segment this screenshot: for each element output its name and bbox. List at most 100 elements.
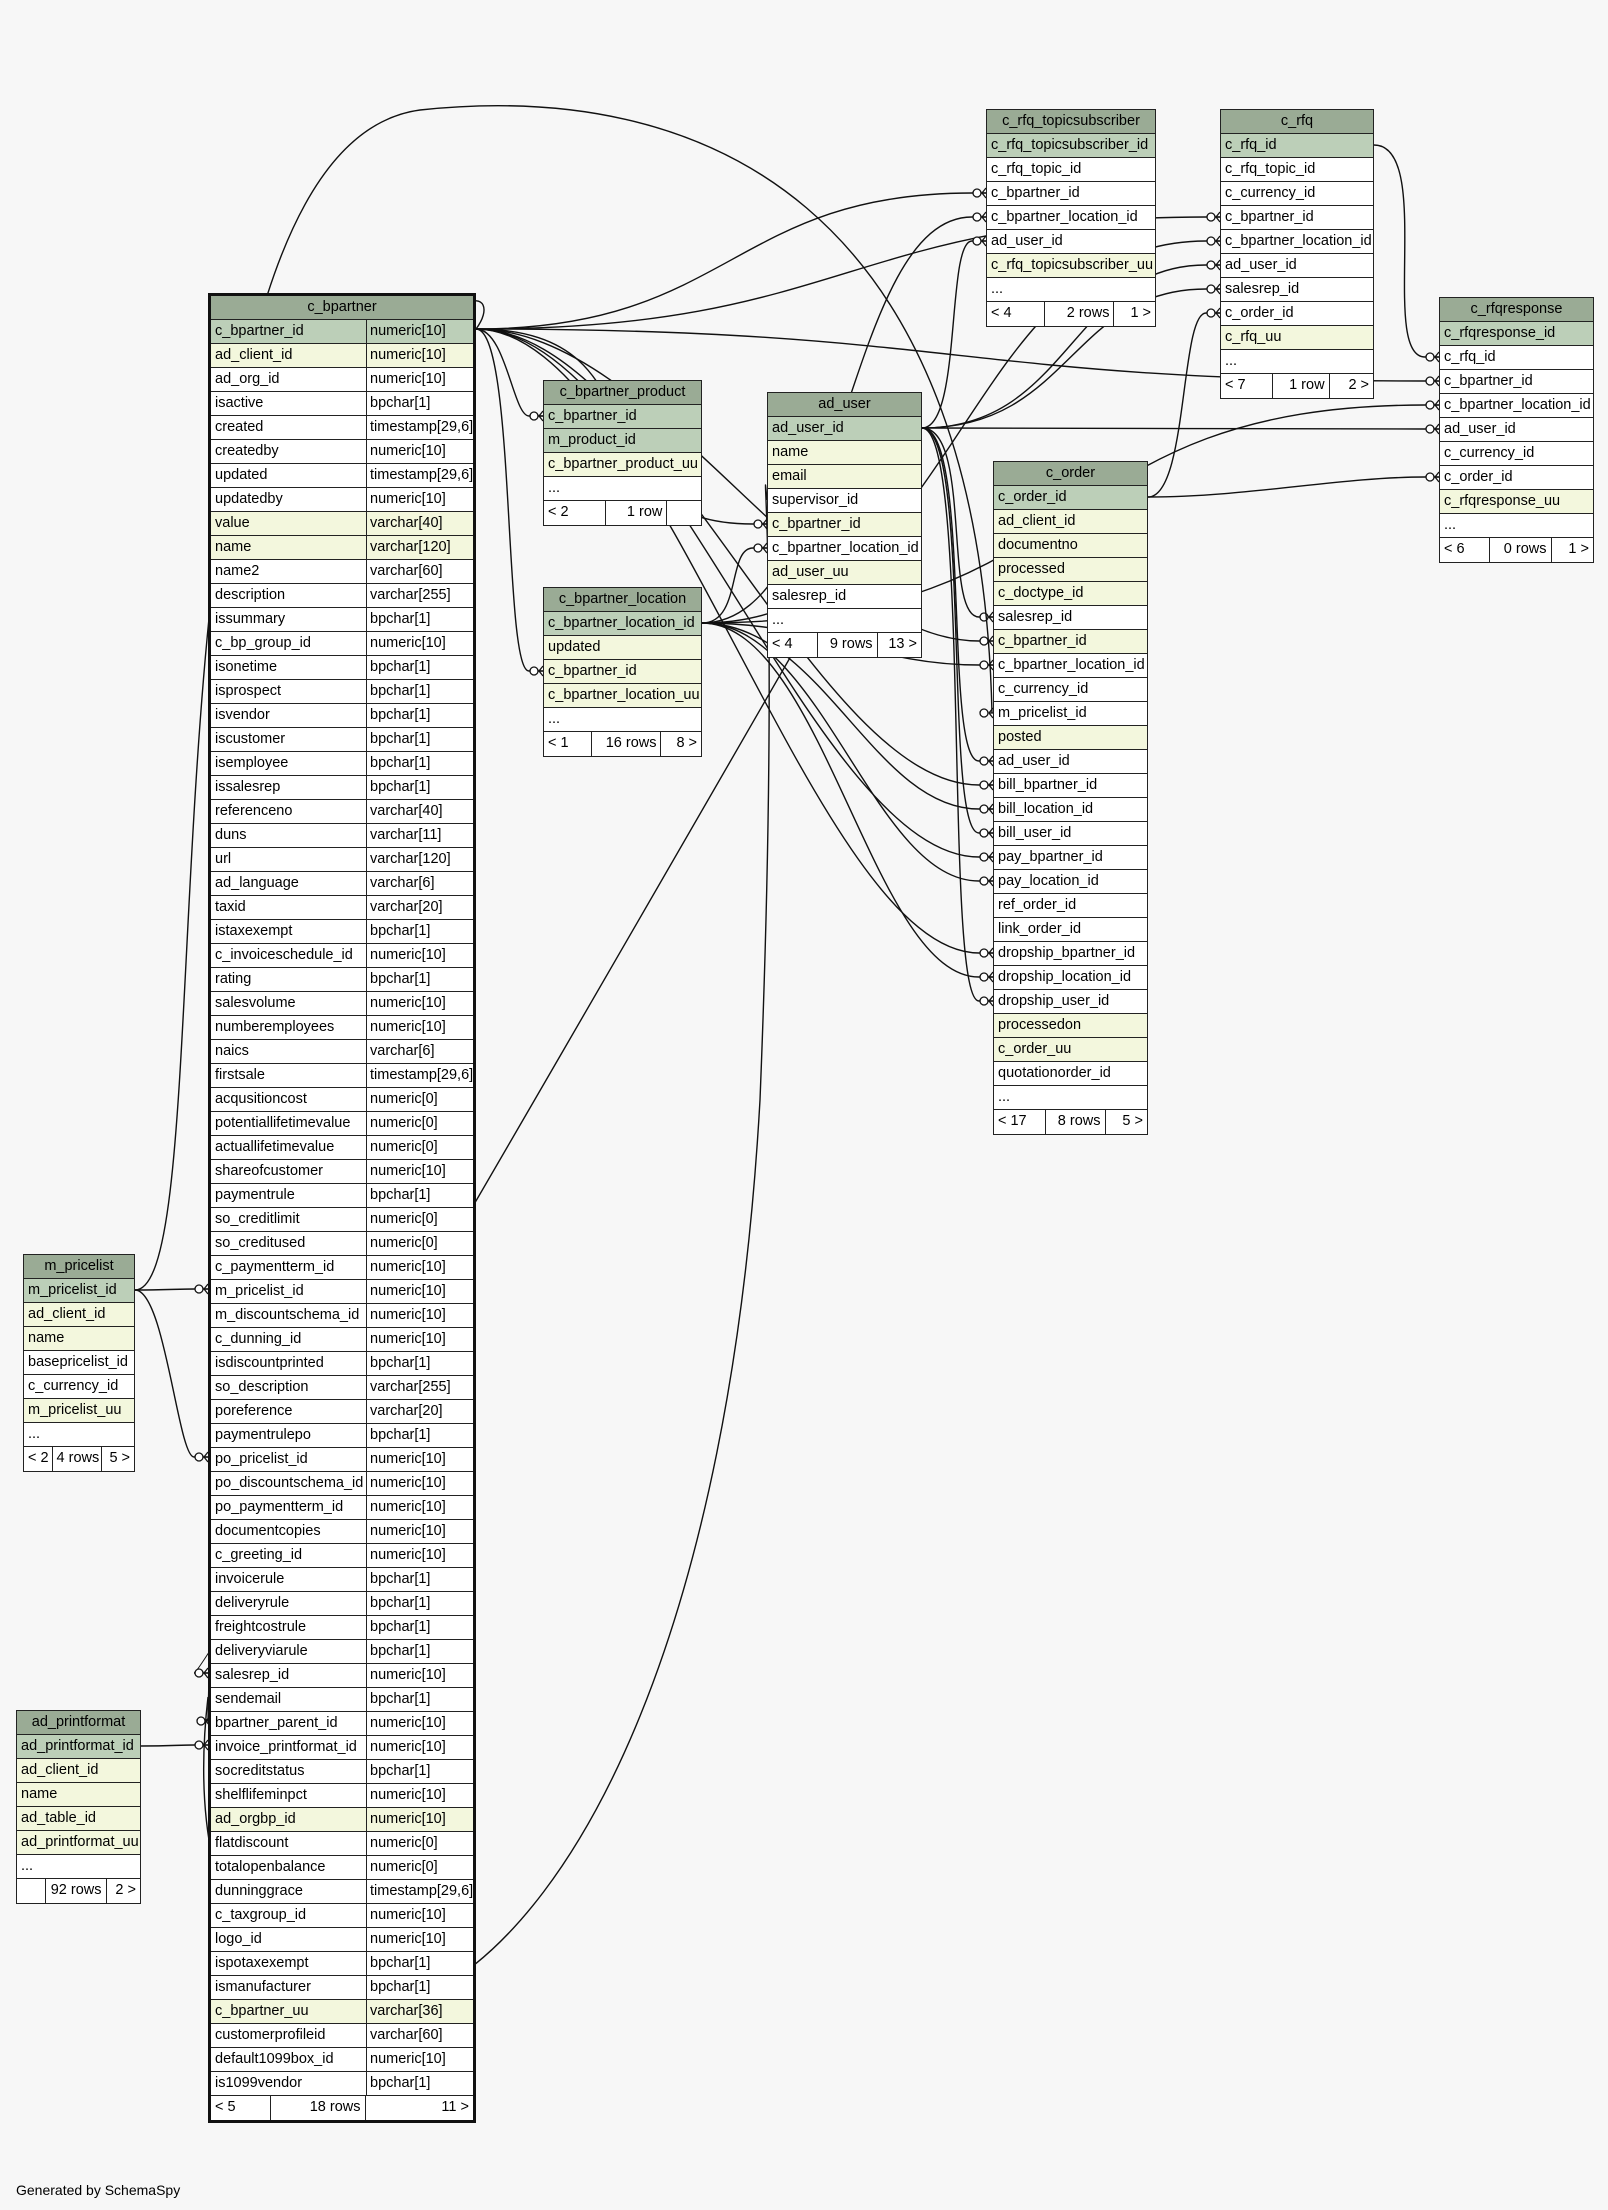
children-link[interactable]: 13 > bbox=[876, 633, 921, 657]
column-row[interactable]: m_pricelist_uu bbox=[24, 1399, 134, 1423]
column-row[interactable]: c_bpartner_id bbox=[544, 405, 701, 429]
parents-link[interactable]: < 7 bbox=[1225, 377, 1246, 393]
column-row[interactable]: bill_location_id bbox=[994, 798, 1147, 822]
children-link[interactable]: 2 > bbox=[105, 1879, 140, 1903]
column-row[interactable]: ad_client_id bbox=[24, 1303, 134, 1327]
children-link[interactable]: 11 > bbox=[364, 2096, 473, 2120]
column-row[interactable]: dropship_user_id bbox=[994, 990, 1147, 1014]
column-row[interactable]: m_product_id bbox=[544, 429, 701, 453]
column-row[interactable]: c_bpartner_location_id bbox=[544, 612, 701, 636]
column-row[interactable]: c_rfq_topic_id bbox=[987, 158, 1155, 182]
column-row[interactable]: ad_user_id bbox=[1221, 254, 1373, 278]
column-row[interactable]: ad_client_id bbox=[17, 1759, 140, 1783]
column-row[interactable]: c_rfq_topicsubscriber_id bbox=[987, 134, 1155, 158]
children-link[interactable]: 8 > bbox=[660, 732, 701, 756]
column-row[interactable]: c_bpartner_location_id bbox=[768, 537, 921, 561]
column-row[interactable]: c_bpartner_id bbox=[768, 513, 921, 537]
column-row[interactable]: c_bpartner_id bbox=[1440, 370, 1593, 394]
children-link[interactable]: 2 > bbox=[1328, 374, 1373, 398]
table-header[interactable]: c_rfq bbox=[1221, 110, 1373, 134]
column-row[interactable]: ... bbox=[768, 609, 921, 633]
column-row[interactable]: c_bpartner_id bbox=[987, 182, 1155, 206]
parents-link[interactable]: < 6 bbox=[1444, 541, 1465, 557]
children-link[interactable]: 5 > bbox=[1104, 1110, 1147, 1134]
parents-link[interactable]: < 1 bbox=[548, 735, 569, 751]
table-header[interactable]: c_bpartner_location bbox=[544, 588, 701, 612]
column-row[interactable]: c_rfq_uu bbox=[1221, 326, 1373, 350]
column-row[interactable]: ... bbox=[1440, 514, 1593, 538]
column-row[interactable]: c_bpartner_id bbox=[994, 630, 1147, 654]
column-row[interactable]: ... bbox=[17, 1855, 140, 1879]
column-row[interactable]: c_currency_id bbox=[994, 678, 1147, 702]
column-row[interactable]: processedon bbox=[994, 1014, 1147, 1038]
column-row[interactable]: updated bbox=[544, 636, 701, 660]
column-row[interactable]: documentno bbox=[994, 534, 1147, 558]
column-row[interactable]: c_order_uu bbox=[994, 1038, 1147, 1062]
children-link[interactable]: 1 > bbox=[1550, 538, 1593, 562]
column-row[interactable]: salesrep_id bbox=[994, 606, 1147, 630]
column-row[interactable]: c_bpartner_id bbox=[544, 660, 701, 684]
column-row[interactable]: ad_client_id bbox=[994, 510, 1147, 534]
table-header[interactable]: c_rfqresponse bbox=[1440, 298, 1593, 322]
column-row[interactable]: c_bpartner_location_uu bbox=[544, 684, 701, 708]
parents-link[interactable]: < 2 bbox=[548, 504, 569, 520]
column-row[interactable]: ... bbox=[987, 278, 1155, 302]
table-header[interactable]: c_bpartner bbox=[211, 296, 473, 320]
column-row[interactable]: salesrep_id bbox=[1221, 278, 1373, 302]
column-row[interactable]: m_pricelist_id bbox=[994, 702, 1147, 726]
parents-link[interactable]: < 4 bbox=[772, 636, 793, 652]
column-row[interactable]: ... bbox=[1221, 350, 1373, 374]
children-link[interactable]: 1 > bbox=[1113, 302, 1155, 326]
column-row[interactable]: c_bpartner_location_id bbox=[994, 654, 1147, 678]
column-row[interactable]: name bbox=[24, 1327, 134, 1351]
column-row[interactable]: c_order_id bbox=[1440, 466, 1593, 490]
column-row[interactable]: dropship_bpartner_id bbox=[994, 942, 1147, 966]
table-header[interactable]: c_bpartner_product bbox=[544, 381, 701, 405]
column-row[interactable]: c_rfq_topicsubscriber_uu bbox=[987, 254, 1155, 278]
